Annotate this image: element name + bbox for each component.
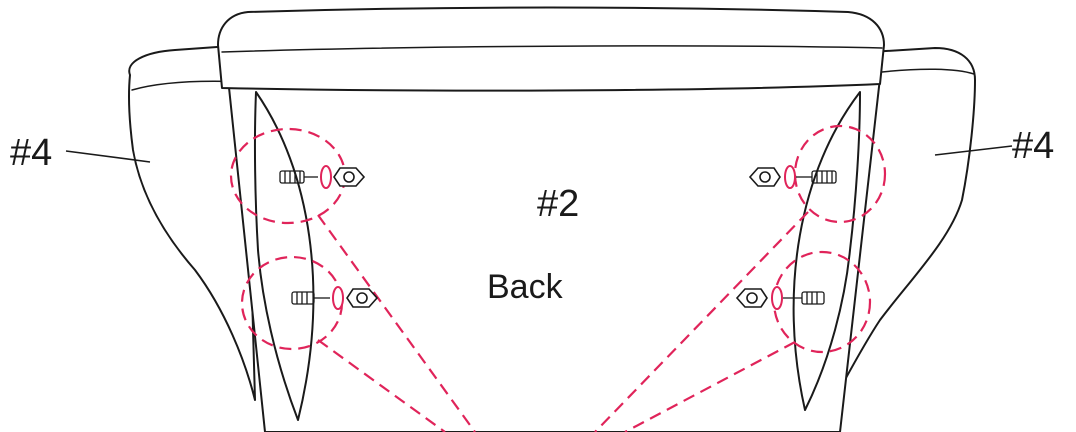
backrest-panel — [217, 6, 885, 432]
hardware-lower-right — [735, 286, 825, 310]
hardware-upper-left — [279, 165, 366, 189]
nut-icon — [735, 288, 768, 308]
backrest-side-label: Back — [487, 268, 563, 306]
nut-icon — [333, 167, 366, 187]
hardware-lower-left — [291, 286, 379, 310]
nut-icon — [748, 167, 781, 187]
bolt-icon — [796, 170, 837, 184]
highlight-circle-upper-right — [793, 124, 887, 224]
bolt-icon — [783, 291, 825, 305]
right-armrest-label: #4 — [1012, 125, 1055, 167]
left-label-leader — [65, 150, 151, 163]
left-armrest-label: #4 — [10, 132, 53, 174]
washer-icon — [784, 165, 796, 189]
washer-icon — [320, 165, 332, 189]
washer-icon — [771, 286, 783, 310]
hardware-upper-right — [748, 165, 837, 189]
bolt-icon — [279, 170, 318, 184]
bolt-icon — [291, 291, 330, 305]
right-label-leader — [934, 145, 1013, 156]
nut-icon — [346, 288, 379, 308]
washer-icon — [332, 286, 344, 310]
backrest-label: #2 — [537, 183, 580, 225]
highlight-guide-lines — [317, 211, 809, 432]
